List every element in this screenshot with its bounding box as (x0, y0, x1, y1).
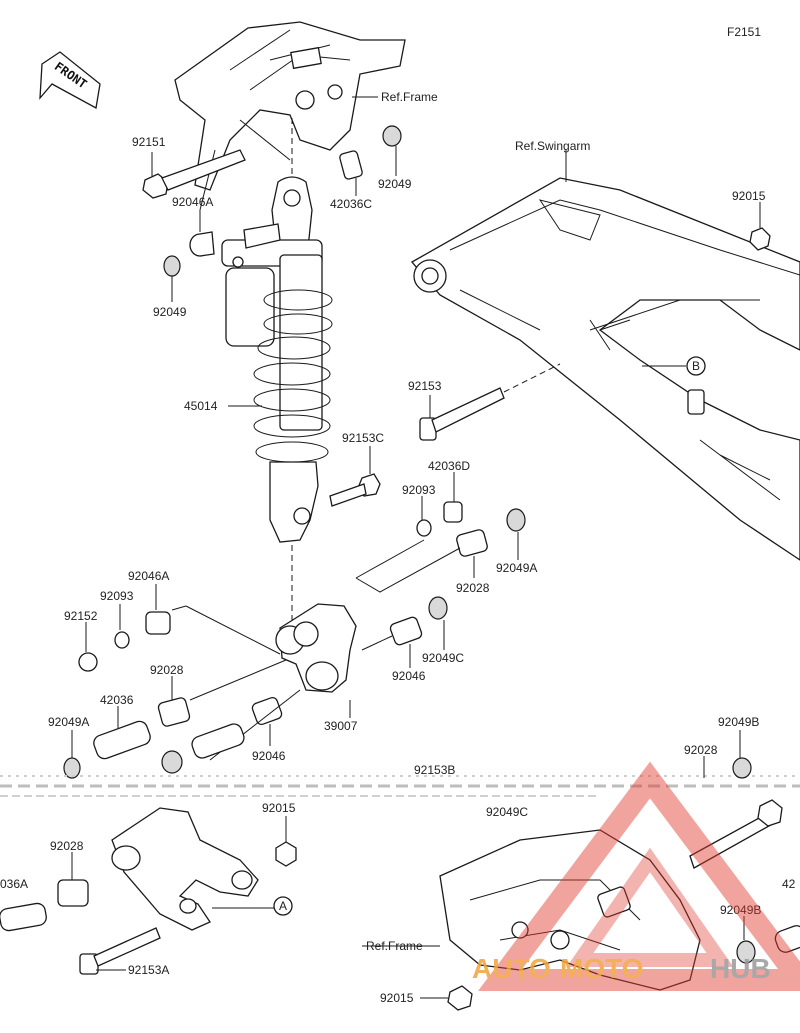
part-label-92028-br: 92028 (684, 743, 718, 757)
collar-92028-left-drawing (57, 879, 89, 907)
part-label-92046-right: 92046 (392, 669, 426, 683)
bolt-92151-drawing (142, 149, 246, 199)
ref-swingarm-label: Ref.Swingarm (515, 139, 590, 153)
part-label-92046A-top: 92046A (172, 195, 213, 209)
tie-rod-link-drawing (111, 807, 259, 931)
part-label-92093-left: 92093 (100, 589, 134, 603)
part-label-92015-bottom: 92015 (380, 991, 414, 1005)
seal-92049B-bottom-drawing (736, 940, 756, 964)
part-label-92049C-bottom: 92049C (486, 805, 528, 819)
swingarm-drawing (410, 177, 800, 561)
front-arrow-icon: FRONT (39, 51, 101, 110)
seal-lower-drawing (161, 750, 183, 774)
part-label-92153A: 92153A (128, 963, 169, 977)
seal-92049-left-drawing (163, 255, 181, 277)
washer-92152-drawing (78, 652, 98, 672)
part-label-45014: 45014 (184, 399, 218, 413)
part-label-036A: 036A (0, 877, 28, 891)
ref-frame-top-label: Ref.Frame (381, 90, 438, 104)
washer-92093-left-drawing (114, 631, 130, 649)
part-label-39007: 39007 (324, 719, 358, 733)
callout-b: B (642, 356, 706, 376)
figure-code: F2151 (727, 25, 761, 39)
part-label-92049-left: 92049 (153, 305, 187, 319)
collar-42036D-drawing (443, 501, 463, 523)
part-label-92046A-mid: 92046A (128, 569, 169, 583)
bearing-92046A-top-drawing (189, 231, 215, 257)
collar-036A-drawing (0, 902, 47, 932)
watermark-text-auto: AUTO (472, 953, 551, 984)
part-label-92049B-bottom: 92049B (720, 903, 761, 917)
part-label-42-edge: 42 (782, 877, 796, 891)
frame-lower-drawing (439, 829, 701, 991)
part-label-92152: 92152 (64, 609, 98, 623)
bolt-92153-drawing (419, 363, 561, 441)
part-label-92049B-top: 92049B (718, 715, 759, 729)
bearing-92046A-mid-drawing (145, 611, 171, 635)
part-label-92028-left: 92028 (50, 839, 84, 853)
bearing-92046-mid-drawing (251, 696, 283, 726)
seal-92049A-right-drawing (506, 508, 526, 532)
rocker-39007-drawing (275, 603, 357, 693)
watermark-logo-icon (478, 761, 800, 991)
collar-edge-right-drawing (774, 925, 800, 953)
ref-frame-bottom-label: Ref.Frame (366, 939, 423, 953)
part-label-42036: 42036 (100, 693, 134, 707)
part-label-92049-top: 92049 (378, 177, 412, 191)
part-label-92015-top: 92015 (732, 189, 766, 203)
seal-92049B-top-drawing (732, 757, 752, 779)
nut-92015-top-drawing (749, 227, 771, 251)
callout-a: A (212, 896, 293, 916)
part-label-92153B: 92153B (414, 763, 455, 777)
part-label-92046-mid: 92046 (252, 749, 286, 763)
bolt-92153A-drawing (79, 927, 161, 975)
scan-noise-band (0, 775, 800, 797)
collar-lower-drawing (191, 723, 245, 759)
part-label-92153C: 92153C (342, 431, 384, 445)
part-label-92028-right: 92028 (456, 581, 490, 595)
collar-42036-drawing (93, 720, 151, 760)
part-label-92049A-right: 92049A (496, 561, 537, 575)
part-label-92151: 92151 (132, 135, 166, 149)
watermark-text-moto: MOTO (560, 953, 643, 984)
part-label-92028-mid: 92028 (150, 663, 184, 677)
callout-a-letter: A (279, 899, 287, 913)
seal-92049C-right-drawing (428, 596, 448, 620)
part-label-92015-mid: 92015 (262, 801, 296, 815)
part-label-92153: 92153 (408, 379, 442, 393)
callout-b-letter: B (692, 359, 700, 373)
bolt-92153B-drawing (689, 799, 783, 869)
washer-92093-right-drawing (416, 519, 432, 537)
bearing-92046-right-drawing (389, 616, 423, 646)
collar-92028-mid-drawing (157, 697, 191, 727)
shock-absorber-45014-drawing (221, 118, 333, 620)
collar-42036C-drawing (339, 150, 363, 180)
seal-92049-top-drawing (382, 125, 402, 147)
automotohub-watermark: AUTO MOTO HUB (472, 761, 800, 991)
nut-92015-bottom-drawing (447, 985, 473, 1011)
watermark-text-hub: HUB (710, 953, 771, 984)
part-label-92049A-left: 92049A (48, 715, 89, 729)
part-label-92093-right: 92093 (402, 483, 436, 497)
collar-92028-right-drawing (456, 529, 488, 557)
nut-92015-mid-drawing (275, 841, 297, 867)
part-label-92049C-right: 92049C (422, 651, 464, 665)
frame-upper-drawing (174, 21, 406, 211)
part-label-42036C: 42036C (330, 197, 372, 211)
part-label-42036D: 42036D (428, 459, 470, 473)
bolt-92153C-drawing (329, 473, 381, 507)
